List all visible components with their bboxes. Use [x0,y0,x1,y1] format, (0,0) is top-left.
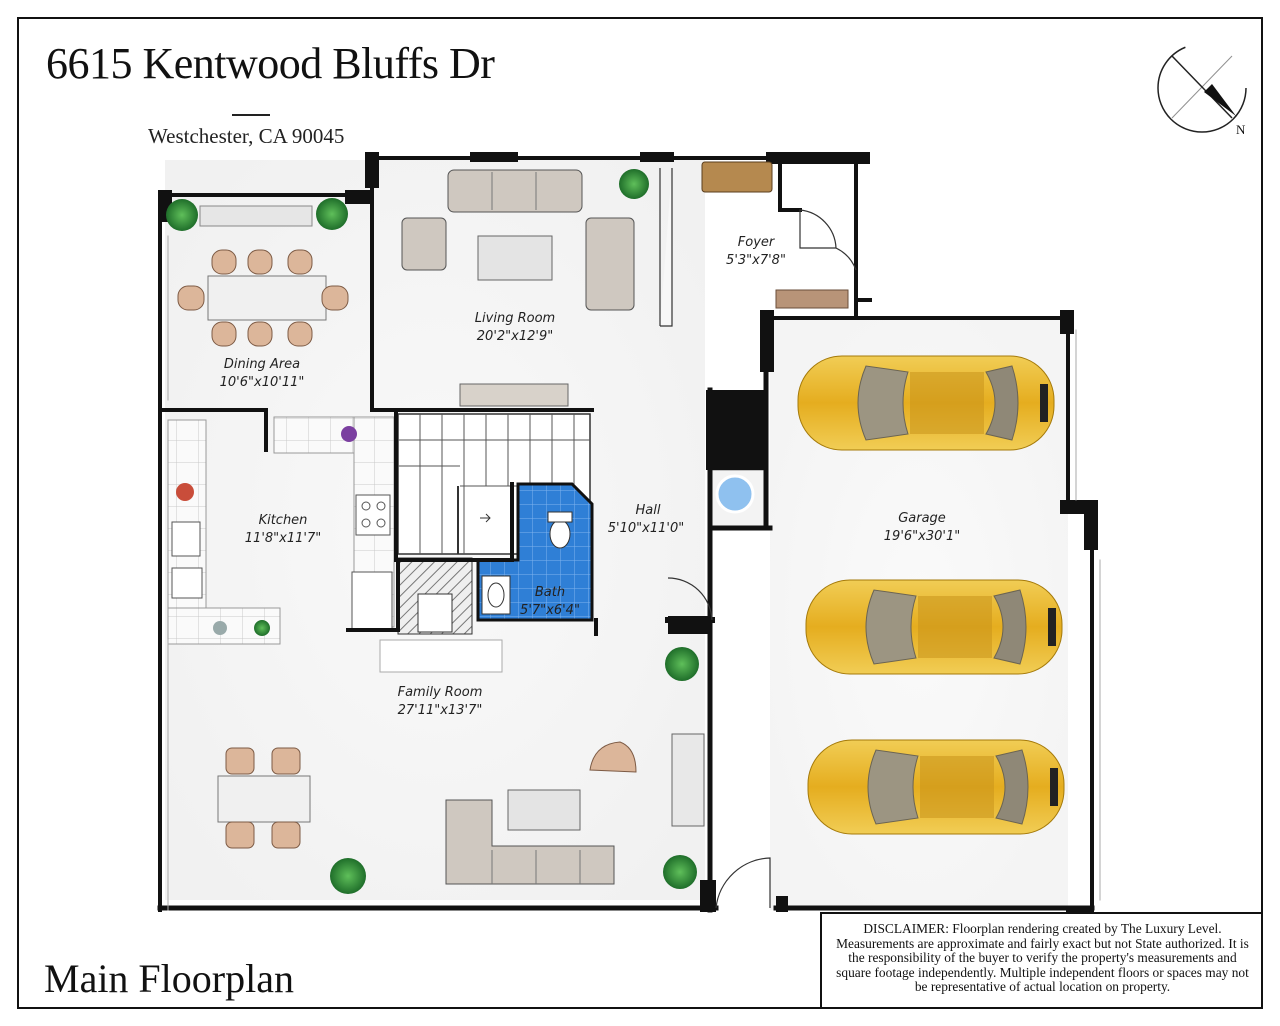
kitchen-name: Kitchen [259,513,308,528]
bath-name: Bath [535,585,565,600]
hall-name: Hall [636,503,661,518]
room-labels: Dining Area 10'6"x10'11" Living Room 20'… [220,235,961,718]
living-furniture [199,161,849,407]
entry-bench [701,161,773,193]
family-room-name: Family Room [398,685,483,700]
dining-sideboard [199,205,313,227]
compass: N [1157,43,1247,137]
fridge-icon [351,571,393,631]
living-room-name: Living Room [475,311,555,326]
fruit-bowl-icon [341,426,357,442]
plants [166,169,699,894]
car-1 [797,355,1055,451]
console-table [459,383,569,407]
disclaimer-lead: DISCLAIMER: [863,921,949,936]
plant-icon [254,620,270,636]
car-2 [805,579,1063,675]
tv-console [671,733,705,827]
kitchen-counters [167,416,395,645]
dishwasher-icon [171,567,203,599]
compass-north-label: N [1236,122,1246,137]
stove-icon [355,494,391,536]
hall-dims: 5'10"x11'0" [608,521,684,536]
loveseat-right [585,217,635,311]
title-divider [232,114,270,116]
walls [157,152,1101,913]
cars [797,355,1065,835]
living-room-dims: 20'2"x12'9" [477,329,553,344]
property-address: 6615 Kentwood Bluffs Dr [46,39,495,88]
plate-icon [213,621,227,635]
foyer-name: Foyer [738,235,776,250]
garage-name: Garage [898,511,946,526]
coffee-table [477,235,553,281]
foyer-rug [775,289,849,309]
armchair-left [401,217,447,271]
hearth-ledge [379,639,503,673]
floorplan-title: Main Floorplan [44,956,294,1001]
disclaimer-body: Floorplan rendering created by The Luxur… [836,921,1249,995]
property-city-line: Westchester, CA 90045 [148,124,345,148]
family-room-dims: 27'11"x13'7" [398,703,483,718]
kitchen-dims: 11'8"x11'7" [245,531,321,546]
dining-area-name: Dining Area [224,357,300,372]
north-arrow-icon [1204,84,1236,116]
hearth [417,593,453,633]
bath-sink-icon [481,575,511,615]
dining-furniture [177,249,349,347]
garage-dims: 19'6"x30'1" [884,529,960,544]
family-furniture [217,639,705,885]
bath-dims: 5'7"x6'4" [520,603,580,618]
vegetable-bowl-icon [176,483,194,501]
car-3 [807,739,1065,835]
foyer-dims: 5'3"x7'8" [726,253,786,268]
water-heater [709,469,769,527]
sink-icon [171,521,201,557]
dining-area-dims: 10'6"x10'11" [220,375,305,390]
disclaimer-box: DISCLAIMER: Floorplan rendering created … [820,912,1263,1009]
door-swings [659,168,857,909]
page-frame [17,17,1263,1009]
toilet-icon [549,519,571,549]
